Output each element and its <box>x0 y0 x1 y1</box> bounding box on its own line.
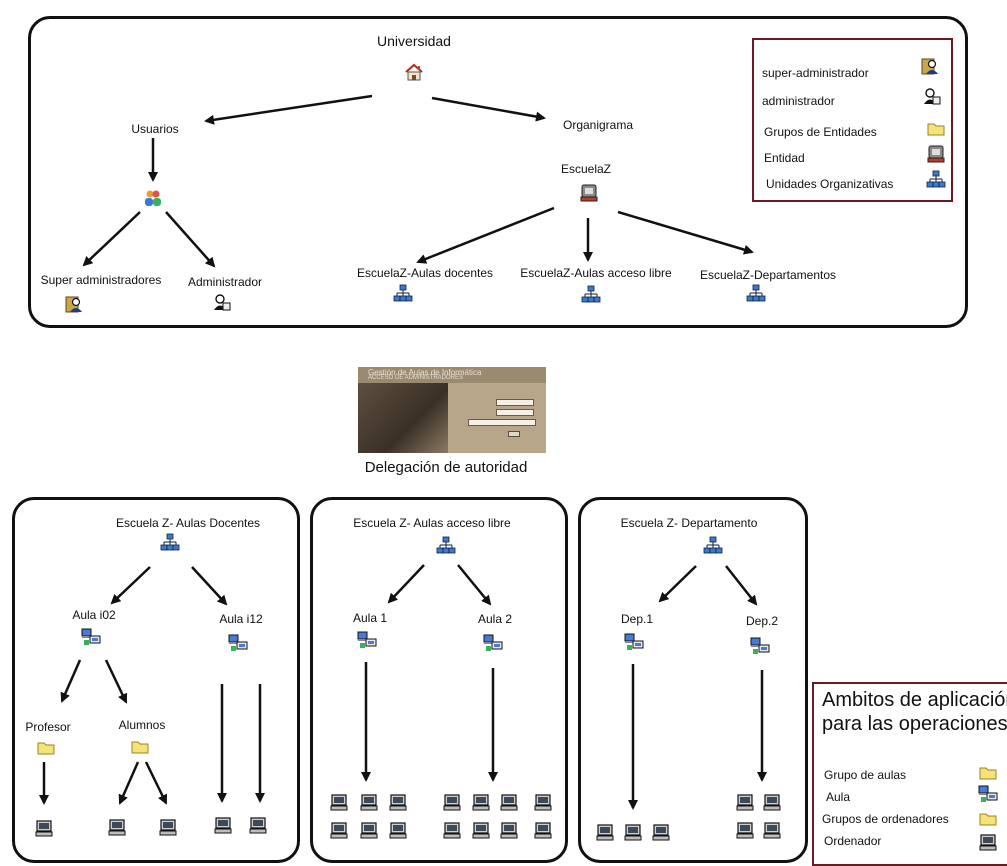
login-screenshot: Gestión de Aulas de Informática ACCESO D… <box>358 367 546 453</box>
arrow-escuelaz-departamentos <box>617 210 754 255</box>
legend-item-ordenador: Ordenador <box>824 834 882 848</box>
node-aulas-libre-label: EscuelaZ-Aulas acceso libre <box>520 266 672 280</box>
arrow-p3-root-dep2 <box>725 565 758 606</box>
legend-item-org-units: Unidades Organizativas <box>766 177 894 191</box>
node-aula-i12-label: Aula i12 <box>219 612 263 626</box>
legend-bottom-title-2: para las operaciones <box>822 713 1007 735</box>
legend-top: super-administrador administrador Grupos… <box>752 38 953 202</box>
legend-bottom-title-1: Ambitos de aplicación <box>822 689 1007 711</box>
panel-aulas-docentes <box>12 497 300 863</box>
arrow-users-admin <box>165 211 216 268</box>
arrow-users-superadmins <box>82 211 141 267</box>
login-screenshot-photo <box>358 383 448 453</box>
node-super-admins-label: Super administradores <box>40 273 162 287</box>
node-usuarios-label: Usuarios <box>131 122 179 136</box>
arrow-universidad-usuarios <box>204 94 373 125</box>
node-departamentos-label: EscuelaZ-Departamentos <box>699 268 837 282</box>
login-screenshot-header: Gestión de Aulas de Informática ACCESO D… <box>358 367 546 383</box>
node-universidad-label: Universidad <box>377 33 451 49</box>
login-screenshot-subtitle: ACCESO DE ADMINISTRADORES <box>368 375 464 381</box>
legend-item-aula: Aula <box>826 790 851 804</box>
login-screenshot-form <box>468 397 538 443</box>
legend-item-entity-groups: Grupos de Entidades <box>764 125 877 139</box>
node-dep-1-label: Dep.1 <box>620 612 654 626</box>
legend-item-super-admin: super-administrador <box>762 66 869 80</box>
node-aulas-docentes-label: EscuelaZ-Aulas docentes <box>356 266 494 280</box>
panel1-title: Escuela Z- Aulas Docentes <box>115 516 261 530</box>
arrow-p1-alumnos-pc-b <box>144 761 168 805</box>
arrow-p1-i02-alumnos <box>104 659 128 704</box>
delegation-caption: Delegación de autoridad <box>364 459 528 476</box>
panel-aulas-libre <box>310 497 568 863</box>
arrow-p3-root-dep1 <box>658 565 697 603</box>
arrow-escuelaz-docentes <box>416 206 555 264</box>
node-aula-i02-label: Aula i02 <box>72 608 116 622</box>
legend-bottom: Ambitos de aplicación para las operacion… <box>812 682 1007 866</box>
arrow-p1-i02-profesor <box>60 659 82 703</box>
node-administrador-label: Administrador <box>187 275 263 289</box>
login-screenshot-title: Gestión de Aulas de Informática <box>368 368 482 377</box>
arrow-p1-root-i12 <box>191 566 228 606</box>
legend-item-entity: Entidad <box>764 151 805 165</box>
node-escuelaz-label: EscuelaZ <box>560 162 612 176</box>
arrow-p2-root-aula2 <box>457 564 492 606</box>
node-aula-1-label: Aula 1 <box>352 611 388 625</box>
legend-item-admin: administrador <box>762 94 835 108</box>
node-dep-2-label: Dep.2 <box>745 614 779 628</box>
node-aula-2-label: Aula 2 <box>477 612 513 626</box>
legend-item-grupos-ordenadores: Grupos de ordenadores <box>822 812 949 826</box>
panel3-title: Escuela Z- Departamento <box>620 516 758 530</box>
node-alumnos-label: Alumnos <box>118 718 166 732</box>
arrow-p1-root-i02 <box>110 566 151 605</box>
arrow-p2-root-aula1 <box>387 564 425 604</box>
arrow-p1-alumnos-pc-a <box>118 761 140 805</box>
node-organigrama-label: Organigrama <box>562 118 634 132</box>
legend-item-grupo-aulas: Grupo de aulas <box>824 768 907 782</box>
panel2-title: Escuela Z- Aulas acceso libre <box>353 516 511 530</box>
node-profesor-label: Profesor <box>25 720 71 734</box>
arrow-universidad-organigrama <box>431 96 546 122</box>
